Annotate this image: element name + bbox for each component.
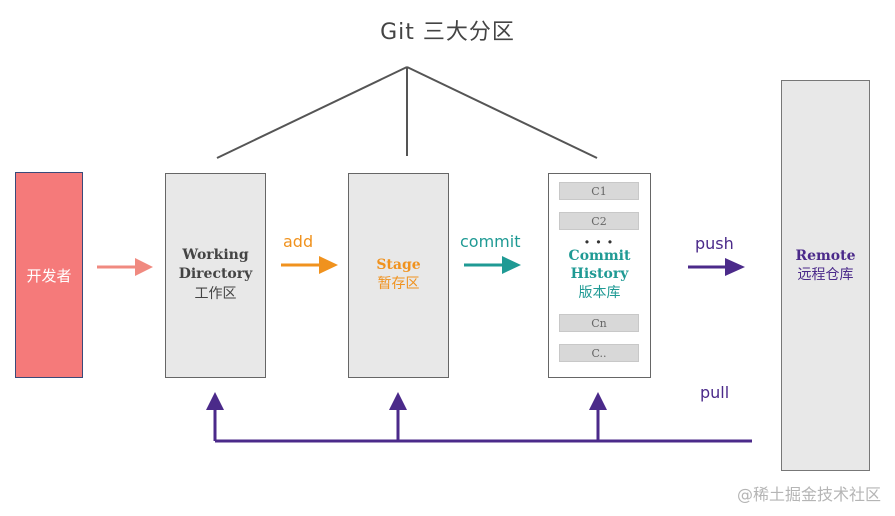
title-branch-left (216, 66, 408, 159)
diagram-title: Git 三大分区 (380, 20, 515, 45)
remote-box: Remote 远程仓库 (781, 80, 870, 471)
add-label: add (283, 232, 314, 251)
developer-box: 开发者 (15, 172, 83, 378)
watermark: @稀土掘金技术社区 (736, 485, 881, 504)
push-label: push (695, 234, 734, 253)
working-label-zh: 工作区 (194, 286, 237, 302)
commit-history-box: C1 C2 • • • Commit History 版本库 Cn C.. (548, 173, 651, 378)
commit-c-dots: C.. (559, 344, 639, 362)
stage-label-zh: 暂存区 (377, 276, 420, 292)
working-directory-box: Working Directory 工作区 (165, 173, 266, 378)
commit-arrow (464, 256, 521, 274)
commit-c1: C1 (559, 182, 639, 200)
remote-label-zh: 远程仓库 (797, 267, 854, 283)
commit-c2: C2 (559, 212, 639, 230)
history-label-en-line2: History (570, 266, 629, 282)
developer-label: 开发者 (26, 267, 72, 285)
stage-label-en: Stage (376, 257, 421, 273)
commit-label: commit (460, 232, 521, 251)
commit-cn: Cn (559, 314, 639, 332)
history-label-zh: 版本库 (578, 285, 621, 301)
history-label-en-line1: Commit (568, 248, 631, 264)
pull-label: pull (700, 383, 730, 402)
title-branch-right (406, 66, 598, 159)
pull-arrows (206, 392, 752, 443)
dev-to-working-arrow (97, 258, 153, 276)
commit-ellipsis: • • • (584, 235, 615, 249)
working-label-en-line1: Working (182, 247, 249, 263)
working-label-en-line2: Directory (178, 266, 253, 282)
stage-box: Stage 暂存区 (348, 173, 449, 378)
remote-label-en: Remote (795, 248, 856, 264)
add-arrow (281, 256, 338, 274)
push-arrow (688, 258, 745, 276)
